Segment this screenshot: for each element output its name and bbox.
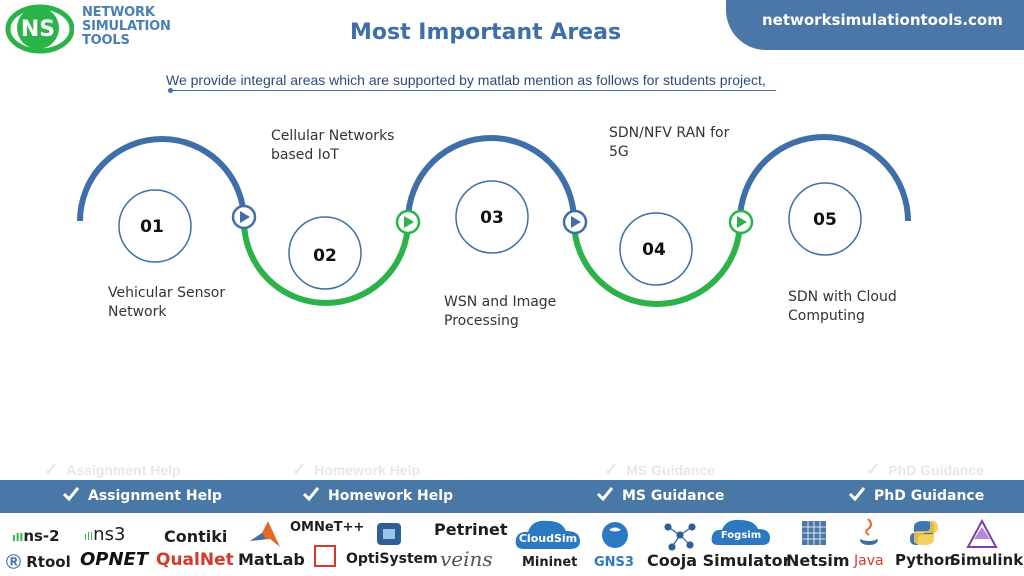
assignment-help-link[interactable]: Assignment Help — [62, 485, 222, 504]
mininet-logo: Mininet — [522, 555, 578, 570]
arc-bottom-4 — [571, 220, 743, 307]
guidance-reflection: ✓Assignment Help — [44, 460, 181, 479]
optisystem-icon — [377, 523, 401, 545]
cooja-logo: Cooja Simulator — [647, 551, 791, 570]
arc-top-5 — [737, 134, 911, 222]
veins-logo: veins — [440, 547, 493, 571]
matlab-icon — [250, 521, 280, 547]
area-number-05: 05 — [813, 210, 837, 230]
area-circle-04[interactable] — [619, 212, 693, 286]
phd-guidance-link[interactable]: PhD Guidance — [848, 485, 984, 504]
play-icon — [562, 209, 588, 235]
area-label-02: Cellular Networks based IoT — [271, 127, 394, 165]
area-number-02: 02 — [313, 246, 337, 266]
area-label-04: SDN/NFV RAN for 5G — [609, 124, 729, 162]
area-number-01: 01 — [140, 217, 164, 237]
area-circle-03[interactable] — [455, 180, 529, 254]
play-icon — [395, 209, 421, 235]
label-line: Processing — [444, 313, 519, 329]
omnet-logo: OMNeT++ — [290, 520, 365, 535]
area-circle-02[interactable] — [288, 216, 362, 290]
logo-wordmark: NETWORK SIMULATION TOOLS — [82, 6, 171, 48]
matlab-logo: MatLab — [238, 550, 305, 569]
area-label-01: Vehicular Sensor Network — [108, 284, 225, 322]
arc-bottom-2 — [241, 220, 411, 306]
fogsim-icon: Fogsim — [711, 519, 770, 545]
cloudsim-label: CloudSim — [519, 532, 577, 545]
label-line: SDN with Cloud — [788, 289, 897, 305]
guidance-reflection: ✓PhD Guidance — [866, 460, 984, 479]
label-line: Network — [108, 304, 167, 320]
area-circle-01[interactable] — [118, 189, 192, 263]
rtool-logo: Ⓡ Rtool — [6, 553, 71, 571]
gns3-logo: GNS3 — [594, 555, 634, 570]
gns3-icon — [602, 522, 628, 548]
tools-logo-strip: ıllns-2 ıllns3 Contiki OMNeT++ Petrinet … — [0, 513, 1024, 576]
optisystem-logo: OptiSystem — [314, 545, 438, 567]
intro-text: We provide integral areas which are supp… — [166, 72, 766, 88]
label-line: WSN and Image — [444, 294, 557, 310]
simulink-logo: Simulink — [950, 551, 1024, 569]
area-circle-05[interactable] — [788, 182, 862, 256]
arc-top-1 — [77, 136, 247, 222]
logo-line: TOOLS — [82, 33, 130, 48]
label-line: Vehicular Sensor — [108, 285, 226, 301]
logo-initials: NS — [21, 17, 55, 42]
logo-line: NETWORK — [82, 5, 155, 20]
intro-underline — [170, 90, 776, 91]
petrinet-logo: Petrinet — [434, 520, 508, 539]
netsim-logo: Netsim — [786, 551, 850, 570]
play-icon — [728, 209, 754, 235]
ns-logo-icon: NS — [5, 4, 74, 54]
label-line: Computing — [788, 308, 865, 324]
area-label-03: WSN and Image Processing — [444, 293, 556, 331]
fogsim-label: Fogsim — [721, 530, 761, 541]
netsim-icon — [802, 521, 826, 545]
ns2-logo: ıllns-2 — [12, 527, 60, 545]
check-icon — [302, 487, 320, 502]
areas-flow-diagram: 01 02 03 04 05 — [77, 134, 911, 307]
label-line: based IoT — [271, 147, 339, 163]
simulink-icon — [966, 519, 998, 548]
ns3-logo: ıllns3 — [84, 524, 126, 545]
python-logo: Python — [895, 551, 955, 569]
ms-guidance-link[interactable]: MS Guidance — [596, 485, 724, 504]
label-line: Cellular Networks — [271, 128, 395, 144]
area-label-05: SDN with Cloud Computing — [788, 288, 897, 326]
java-icon — [860, 518, 878, 545]
contiki-logo: Contiki — [164, 527, 228, 546]
guidance-reflection: ✓MS Guidance — [604, 460, 715, 479]
website-link[interactable]: networksimulationtools.com — [762, 11, 1003, 29]
check-icon — [596, 487, 614, 502]
cooja-network-icon — [664, 523, 696, 551]
website-banner — [726, 0, 1024, 50]
guidance-reflection: ✓Homework Help — [292, 460, 421, 479]
java-logo: Java — [854, 553, 884, 569]
area-number-03: 03 — [480, 208, 504, 228]
logo-line: SIMULATION — [82, 19, 171, 34]
play-icon — [231, 204, 257, 230]
page-title: Most Important Areas — [350, 20, 622, 45]
brand-logo[interactable]: NS NETWORK SIMULATION TOOLS — [4, 2, 174, 54]
python-icon — [910, 521, 938, 545]
cloudsim-icon: CloudSim — [515, 520, 580, 549]
qualnet-logo: QualNet — [156, 550, 234, 570]
homework-help-link[interactable]: Homework Help — [302, 485, 453, 504]
label-line: SDN/NFV RAN for — [609, 125, 730, 141]
arc-top-3 — [405, 135, 577, 222]
area-number-04: 04 — [642, 240, 666, 260]
label-line: 5G — [609, 144, 629, 160]
check-icon — [62, 487, 80, 502]
check-icon — [848, 487, 866, 502]
opnet-logo: OPNET — [80, 549, 149, 570]
